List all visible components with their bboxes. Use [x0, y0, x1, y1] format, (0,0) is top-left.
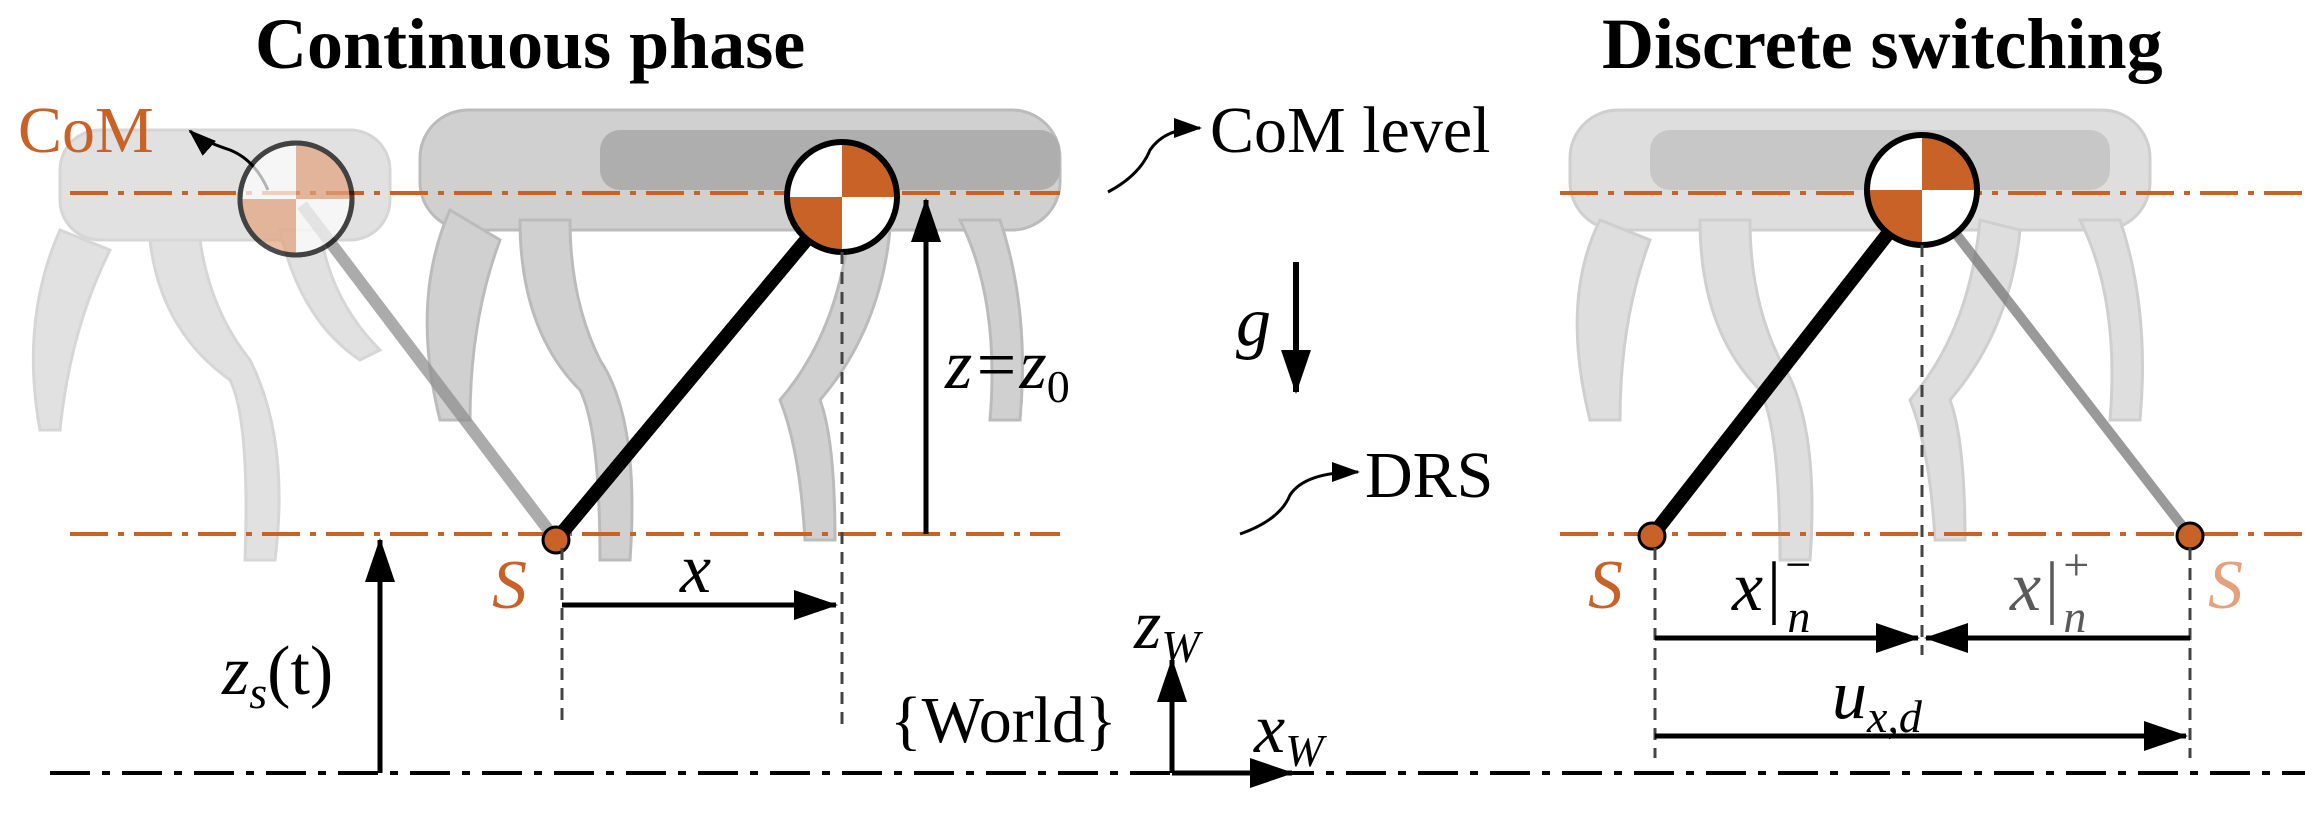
left-faded-leg [297, 201, 561, 544]
title-discrete-switching: Discrete switching [1602, 4, 2163, 84]
com-marker-icon [784, 139, 900, 255]
xw-label: xW [1253, 691, 1327, 776]
next-stance-point [2175, 521, 2205, 551]
x-minus-label: x|−n [1731, 539, 1813, 642]
stance-label-right-current: S [1588, 547, 1623, 624]
com-label: CoM [18, 94, 154, 167]
z-eq-label: z=z0 [944, 327, 1070, 412]
gravity-label: g [1236, 284, 1271, 361]
x-label: x [679, 531, 711, 608]
zw-label: zW [1133, 587, 1203, 672]
stance-label-left: S [492, 547, 527, 624]
right-stance-leg [1646, 185, 1928, 541]
right-next-leg [1918, 186, 2194, 540]
stance-label-right-next: S [2208, 547, 2243, 624]
com-marker-icon [237, 140, 355, 258]
stance-point [541, 525, 571, 555]
world-label: {World} [890, 684, 1117, 757]
stance-point [1637, 521, 1667, 551]
com-level-pointer [1107, 118, 1202, 194]
x-plus-label: x|+n [2009, 539, 2091, 642]
drs-pointer [1239, 462, 1360, 536]
drs-label: DRS [1365, 439, 1493, 512]
com-marker-icon [1864, 132, 1980, 248]
u-label: ux,d [1832, 657, 1923, 742]
zs-label: zs(t) [221, 633, 333, 718]
left-stance-leg [550, 192, 848, 545]
title-continuous-phase: Continuous phase [255, 4, 805, 84]
com-level-label: CoM level [1210, 94, 1490, 167]
quadruped-robot-icon [1568, 108, 2152, 562]
